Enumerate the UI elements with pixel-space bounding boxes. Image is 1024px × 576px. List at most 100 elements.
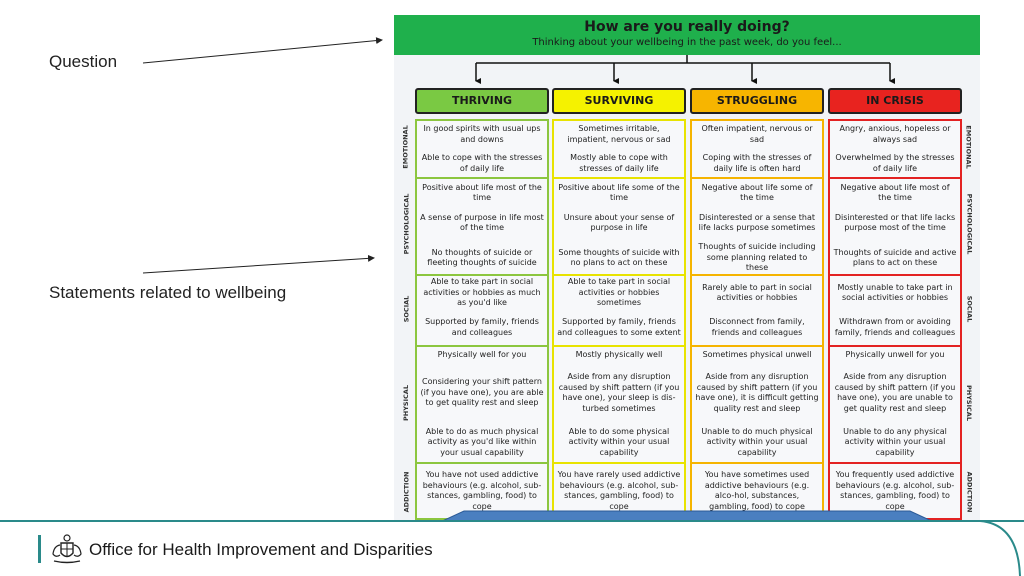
statement-emotional-thriving: In good spirits with usual ups and downs — [423, 124, 541, 144]
statement-psychological-surviving: Unsure about your sense of purpose in li… — [563, 212, 675, 233]
statement-emotional-in-crisis: Overwhelmed by the stresses of daily lif… — [835, 153, 955, 173]
category-divider — [830, 274, 960, 276]
category-divider — [417, 177, 547, 179]
statement-physical-thriving: Physically well for you — [437, 350, 527, 360]
statements-arrow — [142, 254, 375, 274]
category-label-text: EMOTIONAL — [965, 124, 973, 169]
category-label-text: SOCIAL — [965, 295, 974, 322]
category-divider — [417, 462, 547, 464]
statement-psychological-in-crisis: Negative about life most of the time — [840, 182, 950, 203]
statement-social-in-crisis: Withdrawn from or avoiding family, frien… — [834, 317, 956, 337]
category-label-text: EMOTIONAL — [402, 124, 410, 169]
footer-curve — [980, 520, 1021, 576]
category-divider — [830, 345, 960, 347]
statement-social-surviving: Supported by family, friends and colleag… — [557, 317, 681, 337]
statement-physical-surviving: Aside from any disruption caused by shif… — [558, 372, 680, 413]
statement-psychological-in-crisis: Thoughts of suicide and active plans to … — [833, 247, 957, 268]
statement-social-thriving: Able to take part in social activities o… — [423, 277, 541, 308]
statement-addiction-struggling: You have sometimes used addictive behavi… — [704, 470, 810, 511]
question-arrow — [142, 37, 383, 64]
statement-psychological-struggling: Disinterested or a sense that life lacks… — [698, 212, 816, 233]
footer-divider — [0, 520, 1024, 522]
category-label-text: SOCIAL — [402, 295, 411, 322]
statement-psychological-in-crisis: Disinterested or that life lacks purpose… — [834, 212, 956, 233]
statement-social-in-crisis: Mostly unable to take part in social act… — [837, 282, 953, 303]
category-divider — [554, 274, 684, 276]
statement-psychological-struggling: Thoughts of suicide including some plann… — [698, 242, 816, 273]
category-label-social-left: SOCIAL — [398, 274, 414, 343]
column-surviving: Sometimes irritable, impatient, nervous … — [552, 119, 686, 520]
footer-accent-bar — [38, 535, 41, 563]
statement-addiction-thriving: You have not used addictive behaviours (… — [422, 470, 542, 511]
statement-social-struggling: Disconnect from family, friends and coll… — [709, 317, 805, 337]
statement-psychological-surviving: Positive about life some of the time — [558, 182, 680, 203]
statement-physical-struggling: Aside from any disruption caused by shif… — [695, 372, 819, 413]
category-divider — [692, 177, 822, 179]
statements-label: Statements related to wellbeing — [49, 283, 287, 302]
category-label-psychological-right: PSYCHOLOGICAL — [961, 176, 977, 272]
statement-addiction-surviving: You have rarely used addictive behaviour… — [557, 470, 681, 511]
category-label-emotional-right: EMOTIONAL — [961, 119, 977, 174]
category-divider — [830, 462, 960, 464]
category-label-social-right: SOCIAL — [961, 274, 977, 343]
category-label-text: PSYCHOLOGICAL — [965, 193, 974, 255]
statement-psychological-thriving: No thoughts of suicide or fleeting thoug… — [427, 247, 537, 268]
category-label-physical-left: PHYSICAL — [398, 345, 414, 461]
category-divider — [692, 462, 822, 464]
statement-emotional-surviving: Mostly able to cope with stresses of dai… — [570, 153, 668, 173]
statement-emotional-struggling: Coping with the stresses of daily life i… — [702, 153, 812, 173]
statement-psychological-surviving: Some thoughts of suicide with no plans t… — [558, 247, 680, 268]
statement-psychological-thriving: A sense of purpose in life most of the t… — [420, 212, 544, 233]
column-header-surviving: SURVIVING — [552, 88, 686, 114]
statement-physical-struggling: Unable to do much physical activity with… — [701, 426, 813, 457]
category-label-text: PSYCHOLOGICAL — [402, 193, 411, 255]
category-divider — [830, 177, 960, 179]
wellbeing-chart: How are you really doing? Thinking about… — [394, 15, 980, 520]
statement-social-thriving: Supported by family, friends and colleag… — [425, 317, 539, 337]
statement-emotional-thriving: Able to cope with the stresses of daily … — [421, 153, 543, 173]
category-label-psychological-left: PSYCHOLOGICAL — [398, 176, 414, 272]
category-divider — [417, 345, 547, 347]
statement-social-surviving: Able to take part in social activities o… — [567, 277, 671, 308]
statement-psychological-thriving: Positive about life most of the time — [422, 182, 542, 203]
category-divider — [692, 345, 822, 347]
category-divider — [417, 274, 547, 276]
statement-physical-struggling: Sometimes physical unwell — [702, 350, 812, 360]
statement-physical-surviving: Able to do some physical activity within… — [568, 426, 670, 457]
category-label-text: PHYSICAL — [965, 385, 974, 421]
statement-physical-thriving: Able to do as much physical activity as … — [425, 426, 539, 457]
statement-emotional-in-crisis: Angry, anxious, hopeless or always sad — [839, 124, 951, 144]
banner-subtitle: Thinking about your wellbeing in the pas… — [532, 37, 842, 48]
category-divider — [554, 177, 684, 179]
statement-physical-surviving: Mostly physically well — [575, 350, 663, 360]
column-header-thriving: THRIVING — [415, 88, 549, 114]
statement-physical-in-crisis: Physically unwell for you — [845, 350, 945, 360]
category-label-physical-right: PHYSICAL — [961, 345, 977, 461]
statement-emotional-struggling: Often impatient, nervous or sad — [701, 124, 813, 144]
column-thriving: In good spirits with usual ups and downs… — [415, 119, 549, 520]
statement-addiction-in-crisis: You frequently used addictive behaviours… — [835, 470, 955, 511]
statement-physical-in-crisis: Unable to do any physical activity withi… — [843, 426, 947, 457]
connector-lines — [475, 55, 895, 84]
statement-psychological-struggling: Negative about life some of the time — [701, 182, 813, 203]
organisation-name: Office for Health Improvement and Dispar… — [89, 540, 433, 559]
royal-coat-of-arms-icon — [52, 534, 82, 564]
category-label-emotional-left: EMOTIONAL — [398, 119, 414, 174]
statement-physical-thriving: Considering your shift pattern (if you h… — [420, 377, 544, 408]
banner: How are you really doing? Thinking about… — [394, 15, 980, 55]
category-divider — [554, 345, 684, 347]
statement-social-struggling: Rarely able to part in social activities… — [702, 282, 812, 303]
column-header-in-crisis: IN CRISIS — [828, 88, 962, 114]
banner-title: How are you really doing? — [584, 19, 790, 35]
statement-emotional-surviving: Sometimes irritable, impatient, nervous … — [567, 124, 671, 144]
statement-physical-in-crisis: Aside from any disruption caused by shif… — [834, 372, 956, 413]
scale-arrow — [443, 510, 931, 520]
category-divider — [554, 462, 684, 464]
category-label-text: PHYSICAL — [402, 385, 411, 421]
column-header-struggling: STRUGGLING — [690, 88, 824, 114]
category-divider — [692, 274, 822, 276]
question-label: Question — [49, 52, 118, 71]
